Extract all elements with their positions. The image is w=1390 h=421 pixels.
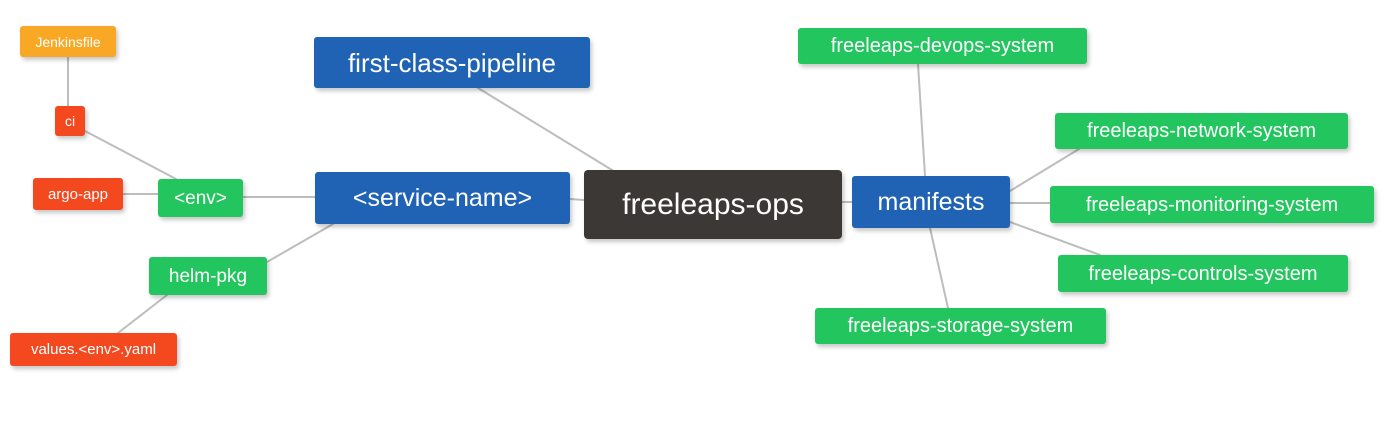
- edge-env-to-ci: [84, 130, 177, 180]
- node-label-helm-pkg: helm-pkg: [168, 265, 248, 287]
- node-label-service-name: <service-name>: [352, 183, 533, 212]
- node-label-freeleaps-devops-system: freeleaps-devops-system: [830, 35, 1055, 57]
- node-values-env-yaml[interactable]: values.<env>.yaml: [10, 333, 177, 366]
- node-manifests[interactable]: manifests: [852, 176, 1010, 228]
- node-freeleaps-ops[interactable]: freeleaps-ops: [584, 170, 842, 239]
- node-label-jenkinsfile: Jenkinsfile: [35, 33, 101, 50]
- node-label-freeleaps-storage-system: freeleaps-storage-system: [847, 315, 1074, 337]
- node-freeleaps-storage-system[interactable]: freeleaps-storage-system: [815, 308, 1106, 344]
- node-label-values-env-yaml: values.<env>.yaml: [30, 341, 157, 358]
- edge-manifests-to-freeleaps-network-system: [1009, 148, 1080, 192]
- node-service-name[interactable]: <service-name>: [315, 172, 570, 224]
- node-freeleaps-devops-system[interactable]: freeleaps-devops-system: [798, 28, 1087, 64]
- node-label-freeleaps-network-system: freeleaps-network-system: [1087, 120, 1316, 142]
- node-jenkinsfile[interactable]: Jenkinsfile: [20, 26, 116, 57]
- edge-manifests-to-freeleaps-storage-system: [929, 227, 949, 309]
- node-label-ci: ci: [64, 113, 76, 129]
- node-label-env: <env>: [174, 187, 227, 209]
- node-label-freeleaps-controls-system: freeleaps-controls-system: [1088, 262, 1318, 285]
- edge-manifests-to-freeleaps-devops-system: [917, 63, 926, 177]
- node-freeleaps-controls-system[interactable]: freeleaps-controls-system: [1058, 255, 1348, 292]
- node-freeleaps-monitoring-system[interactable]: freeleaps-monitoring-system: [1050, 186, 1374, 223]
- edge-freeleaps-ops-to-service-name: [569, 198, 585, 201]
- node-argo-app[interactable]: argo-app: [33, 178, 123, 210]
- node-env[interactable]: <env>: [158, 179, 243, 217]
- node-helm-pkg[interactable]: helm-pkg: [149, 257, 267, 295]
- edge-service-name-to-helm-pkg: [266, 223, 334, 263]
- node-label-argo-app: argo-app: [47, 185, 109, 203]
- node-ci[interactable]: ci: [55, 106, 85, 136]
- node-label-manifests: manifests: [877, 187, 985, 216]
- node-label-freeleaps-ops: freeleaps-ops: [622, 187, 804, 221]
- node-freeleaps-network-system[interactable]: freeleaps-network-system: [1055, 113, 1348, 149]
- node-label-first-class-pipeline: first-class-pipeline: [347, 47, 557, 78]
- edge-helm-pkg-to-values-env-yaml: [117, 294, 168, 334]
- edge-manifests-to-freeleaps-controls-system: [1009, 221, 1101, 256]
- node-first-class-pipeline[interactable]: first-class-pipeline: [314, 37, 590, 88]
- edge-freeleaps-ops-to-first-class-pipeline: [477, 87, 613, 171]
- node-label-freeleaps-monitoring-system: freeleaps-monitoring-system: [1085, 193, 1339, 216]
